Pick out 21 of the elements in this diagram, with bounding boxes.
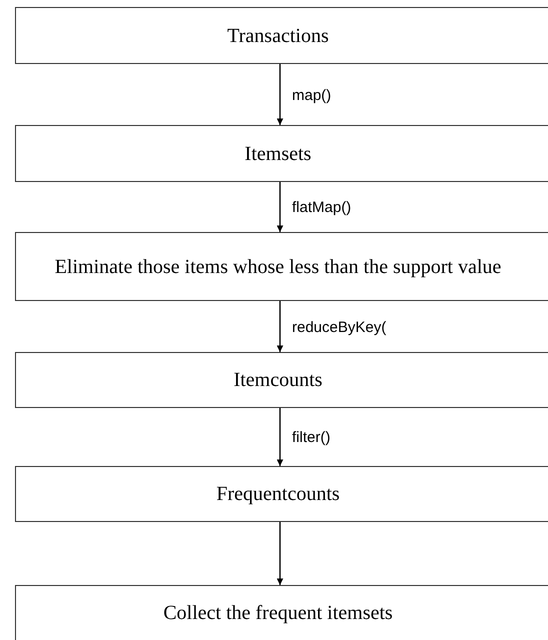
box-text: Itemsets (244, 142, 312, 164)
edge-label: reduceByKey( (292, 318, 386, 336)
process-box (15, 585, 548, 640)
box-text: Collect the frequent itemsets (162, 602, 394, 624)
process-box (15, 232, 548, 301)
arrow (276, 522, 284, 585)
process-box (15, 7, 548, 64)
arrow (276, 64, 284, 125)
process-box (15, 352, 548, 408)
box-text: Frequentcounts (215, 483, 341, 505)
arrow (276, 182, 284, 232)
edge-label: flatMap() (292, 199, 352, 216)
process-box (15, 125, 548, 182)
box-text: Itemcounts (232, 369, 324, 391)
edge-label: map() (292, 86, 332, 104)
edge-label: filter() (292, 429, 330, 446)
box-text: Eliminate those items whose less than the support value (54, 256, 502, 278)
process-box (15, 466, 548, 522)
box-text: Transactions (226, 24, 330, 46)
arrow (276, 408, 284, 466)
arrow (276, 301, 284, 352)
